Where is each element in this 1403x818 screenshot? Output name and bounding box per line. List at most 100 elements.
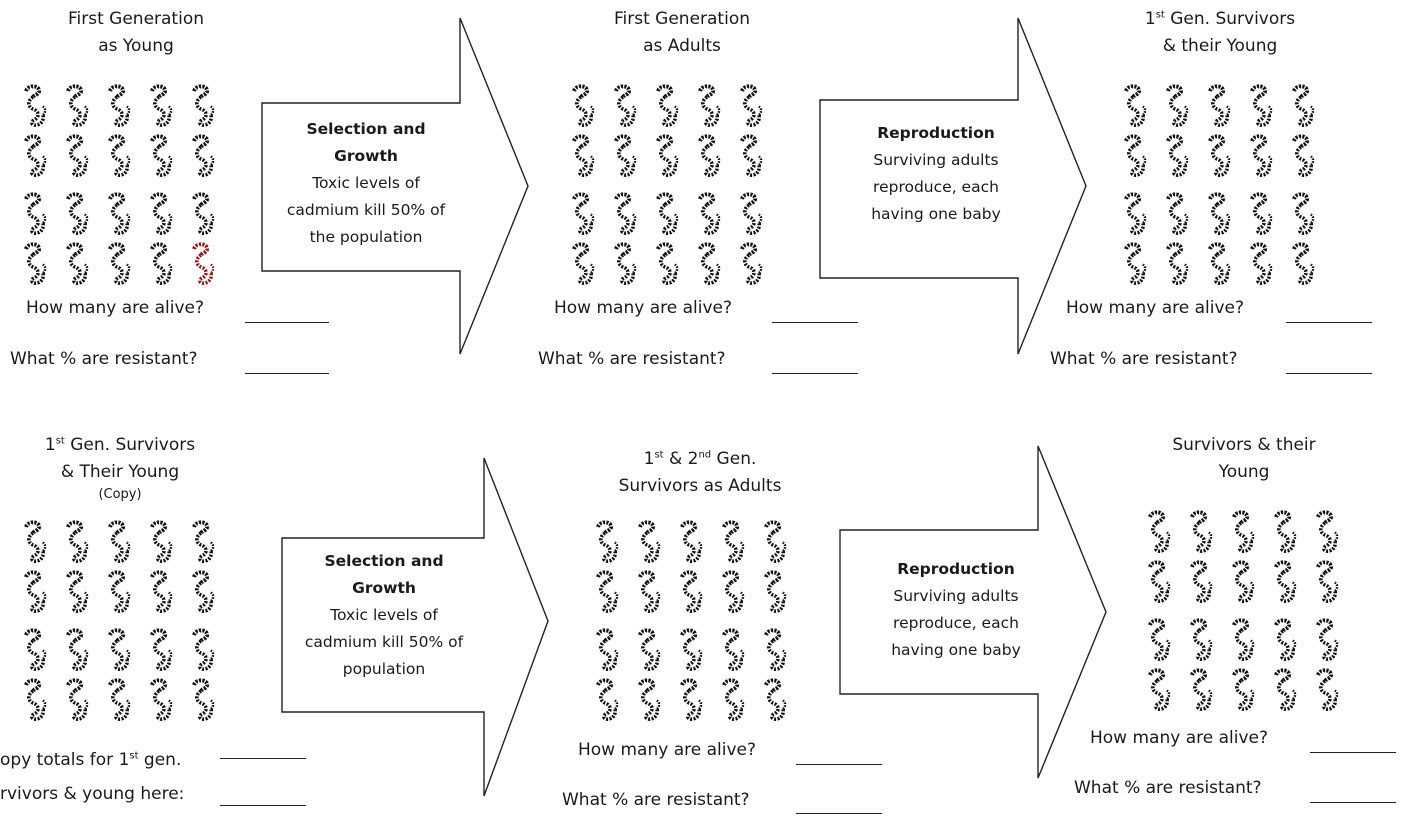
worm-icon bbox=[738, 242, 764, 286]
answer-blank-resistant[interactable] bbox=[772, 373, 858, 374]
worm-icon bbox=[570, 134, 596, 178]
worm-icon bbox=[1230, 618, 1256, 662]
worm-icon bbox=[1248, 192, 1274, 236]
worm-icon bbox=[1206, 242, 1232, 286]
worm-icon bbox=[148, 134, 174, 178]
worm-icon bbox=[612, 134, 638, 178]
worm-icon bbox=[148, 242, 174, 286]
worm-icon bbox=[1146, 560, 1172, 604]
answer-blank-resistant[interactable] bbox=[245, 373, 329, 374]
worm-icon bbox=[678, 520, 704, 564]
worm-icon bbox=[1146, 618, 1172, 662]
answer-blank-alive[interactable] bbox=[1286, 322, 1372, 323]
worm-icon bbox=[64, 242, 90, 286]
worm-icon bbox=[636, 678, 662, 722]
arrow-heading: Selection and bbox=[306, 120, 426, 138]
worm-icon bbox=[762, 628, 788, 672]
worm-icon bbox=[148, 84, 174, 128]
question-resistant: What % are resistant? bbox=[1050, 349, 1238, 369]
worm-icon bbox=[148, 678, 174, 722]
worm-icon bbox=[1314, 510, 1340, 554]
worm-icon bbox=[148, 520, 174, 564]
worm-icon bbox=[654, 134, 680, 178]
worm-grid bbox=[1146, 510, 1356, 712]
worm-icon bbox=[1290, 192, 1316, 236]
worm-icon bbox=[148, 570, 174, 614]
panel-title-first-gen-young: First Generation as Young bbox=[67, 9, 205, 56]
arrow-text-reproduction: Reproduction Surviving adults reproduce,… bbox=[871, 124, 1001, 223]
worm-icon bbox=[106, 678, 132, 722]
worm-icon bbox=[1272, 560, 1298, 604]
worm-icon bbox=[636, 520, 662, 564]
arrow-text-selection: Selection and Growth Toxic levels of cad… bbox=[304, 552, 464, 678]
worm-icon bbox=[1164, 242, 1190, 286]
worm-icon bbox=[678, 628, 704, 672]
worm-icon bbox=[22, 192, 48, 236]
worm-icon bbox=[106, 84, 132, 128]
worm-icon bbox=[148, 628, 174, 672]
worm-icon bbox=[696, 134, 722, 178]
worm-icon bbox=[64, 134, 90, 178]
worm-icon bbox=[594, 628, 620, 672]
worm-icon bbox=[190, 678, 216, 722]
answer-blank-alive[interactable] bbox=[772, 322, 858, 323]
worm-icon bbox=[64, 84, 90, 128]
worm-icon bbox=[1122, 134, 1148, 178]
worm-icon bbox=[190, 520, 216, 564]
arrow-heading: Reproduction bbox=[877, 124, 995, 142]
question-alive: How many are alive? bbox=[1066, 298, 1245, 318]
question-alive: How many are alive? bbox=[578, 740, 757, 760]
arrow-heading: Growth bbox=[334, 147, 398, 165]
answer-blank-resistant[interactable] bbox=[1310, 802, 1396, 803]
worm-icon bbox=[64, 192, 90, 236]
worm-icon bbox=[106, 628, 132, 672]
worm-icon bbox=[720, 678, 746, 722]
worm-icon bbox=[190, 628, 216, 672]
worm-icon bbox=[1314, 560, 1340, 604]
worm-icon bbox=[762, 520, 788, 564]
worm-icon bbox=[1230, 668, 1256, 712]
worm-icon bbox=[594, 570, 620, 614]
worm-icon bbox=[22, 520, 48, 564]
worm-icon bbox=[106, 242, 132, 286]
worm-icon bbox=[64, 570, 90, 614]
answer-blank-alive[interactable] bbox=[1310, 752, 1396, 753]
worm-icon bbox=[636, 570, 662, 614]
worm-icon bbox=[1290, 84, 1316, 128]
worm-icon bbox=[22, 678, 48, 722]
answer-blank-copy-2[interactable] bbox=[220, 805, 306, 806]
worm-icon bbox=[1272, 668, 1298, 712]
answer-blank-resistant[interactable] bbox=[796, 813, 882, 814]
worm-icon bbox=[1230, 560, 1256, 604]
worm-grid bbox=[22, 520, 232, 722]
worm-icon bbox=[1188, 560, 1214, 604]
worm-icon bbox=[570, 192, 596, 236]
worm-icon bbox=[1188, 510, 1214, 554]
worm-icon bbox=[64, 678, 90, 722]
worm-icon bbox=[148, 192, 174, 236]
answer-blank-alive[interactable] bbox=[796, 764, 882, 765]
arrow-heading: Selection and bbox=[324, 552, 444, 570]
worm-icon bbox=[1188, 618, 1214, 662]
worm-icon bbox=[1314, 668, 1340, 712]
arrow-heading: Growth bbox=[352, 579, 416, 597]
copy-totals-label: rvivors & young here: bbox=[0, 784, 185, 804]
worm-icon bbox=[1164, 84, 1190, 128]
worm-icon bbox=[612, 84, 638, 128]
answer-blank-alive[interactable] bbox=[245, 322, 329, 323]
worm-icon bbox=[190, 134, 216, 178]
worm-icon bbox=[22, 570, 48, 614]
worm-icon bbox=[1122, 192, 1148, 236]
worm-icon bbox=[1122, 84, 1148, 128]
worm-icon bbox=[1146, 668, 1172, 712]
worm-icon bbox=[612, 192, 638, 236]
worm-icon bbox=[22, 628, 48, 672]
answer-blank-resistant[interactable] bbox=[1286, 373, 1372, 374]
worm-icon bbox=[22, 242, 48, 286]
arrow-text-selection: Selection and Growth Toxic levels of cad… bbox=[286, 120, 446, 246]
worm-icon bbox=[64, 628, 90, 672]
question-resistant: What % are resistant? bbox=[1074, 778, 1262, 798]
worm-icon bbox=[594, 678, 620, 722]
panel-title-survivors-their-young: Survivors & their Young bbox=[1172, 435, 1316, 482]
answer-blank-copy-1[interactable] bbox=[220, 758, 306, 759]
